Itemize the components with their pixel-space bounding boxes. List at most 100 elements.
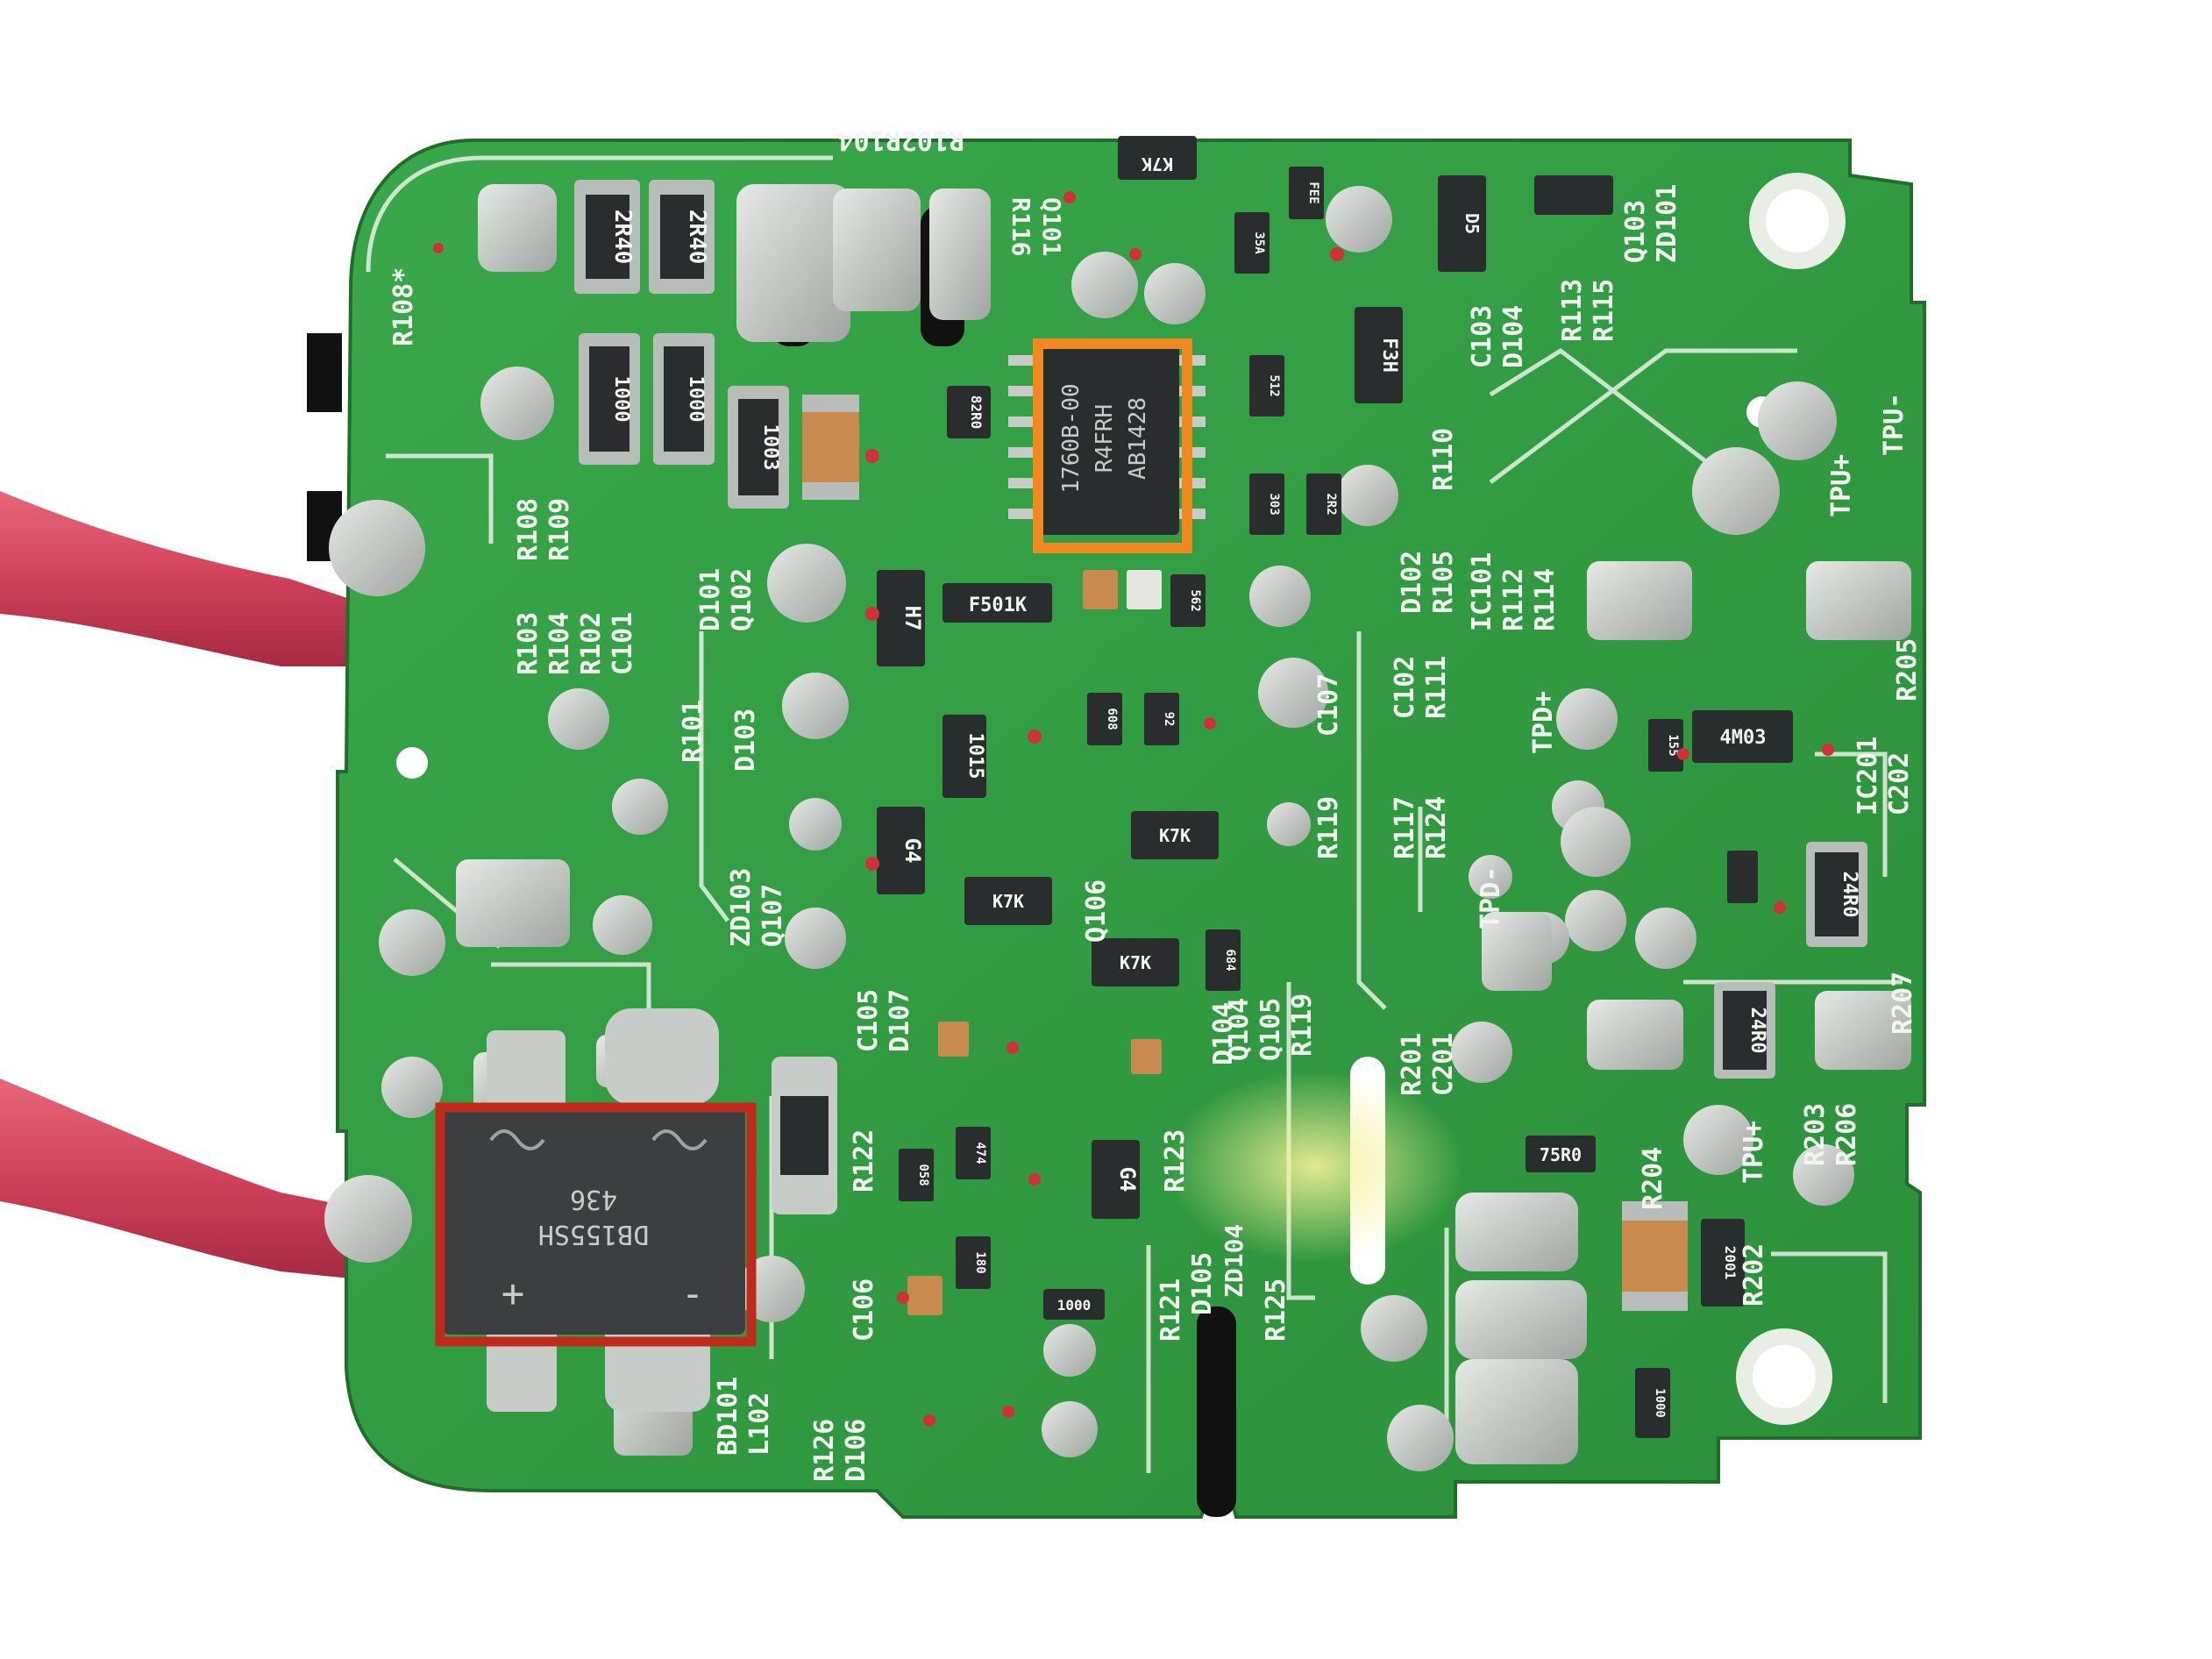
silk-r105: R105 bbox=[1428, 551, 1459, 614]
silk-r112: R112 bbox=[1498, 568, 1529, 631]
res-1000-d: 1000 bbox=[1653, 1388, 1667, 1418]
ic101-line3: AB1428 bbox=[1125, 397, 1151, 480]
res-1003: 1003 bbox=[759, 424, 781, 471]
tiny-512: 512 bbox=[1267, 374, 1281, 396]
silk-r126: R126 bbox=[809, 1419, 840, 1482]
ic-4m03: 4M03 bbox=[1720, 727, 1767, 749]
glue-dots bbox=[433, 191, 1834, 1427]
bd101-line1: DB155SH bbox=[538, 1219, 649, 1250]
small-hole-left bbox=[396, 747, 428, 779]
mounting-hole-top-right bbox=[1749, 173, 1846, 269]
silk-r125: R125 bbox=[1261, 1278, 1291, 1342]
mounting-hole-bottom-right bbox=[1736, 1328, 1832, 1425]
bridge-rectifier-highlight bbox=[435, 1102, 757, 1347]
res-24r0-b: 24R0 bbox=[1746, 1008, 1768, 1054]
silk-c103: C103 bbox=[1467, 305, 1497, 368]
res-2r40-a: 2R40 bbox=[609, 210, 636, 265]
silk-c101: C101 bbox=[608, 612, 638, 675]
silk-r110: R110 bbox=[1428, 428, 1459, 491]
wire-bottom bbox=[0, 1079, 368, 1280]
res-1000-c: 1000 bbox=[1057, 1297, 1092, 1314]
silk-zd103: ZD103 bbox=[726, 868, 757, 947]
silk-r202: R202 bbox=[1739, 1243, 1769, 1307]
silk-r119-a: R119 bbox=[1313, 796, 1344, 859]
diode-1015: 1015 bbox=[964, 733, 986, 780]
tr-k7k-c: K7K bbox=[1159, 825, 1191, 846]
res-2001: 2001 bbox=[1722, 1246, 1739, 1280]
silk-c102: C102 bbox=[1390, 656, 1420, 719]
tr-k7k-b: K7K bbox=[992, 891, 1024, 912]
tiny-684: 684 bbox=[1223, 949, 1237, 971]
silk-c202: C202 bbox=[1884, 752, 1915, 815]
tiny-180: 180 bbox=[973, 1251, 987, 1273]
tiny-components: 35A FEE 512 303 2R2 562 608 92 155 474 0… bbox=[899, 167, 1758, 1315]
res-2r40-b: 2R40 bbox=[684, 210, 710, 265]
silk-r101: R101 bbox=[678, 700, 708, 763]
smd-diodes-transistors: D5 F3H H7 G4 G4 1015 K7K K7K K7K K7K 4M0… bbox=[877, 136, 1793, 1219]
silk-r203: R203 bbox=[1800, 1103, 1831, 1166]
silk-l102: L102 bbox=[744, 1392, 775, 1456]
silk-q102: Q102 bbox=[727, 568, 757, 631]
diode-d5: D5 bbox=[1462, 213, 1483, 234]
res-1000-a: 1000 bbox=[610, 376, 632, 423]
smd-resistors: 2R40 2R40 1000 1000 1003 82R0 F501K 24R0… bbox=[574, 180, 1867, 1438]
ic101-line1: 1760B-00 bbox=[1058, 383, 1085, 493]
silkscreen-labels: R108* R108 R109 R103 R104 R102 C101 R101… bbox=[388, 125, 1923, 1482]
light-reflection bbox=[1166, 1070, 1464, 1263]
ic101-line2: R4FRH bbox=[1092, 404, 1118, 473]
res-24r0-a: 24R0 bbox=[1839, 872, 1860, 918]
silk-r207: R207 bbox=[1888, 972, 1918, 1035]
silk-r113: R113 bbox=[1557, 279, 1588, 342]
res-1000-b: 1000 bbox=[685, 376, 707, 423]
tiny-562: 562 bbox=[1188, 589, 1202, 611]
tiny-474: 474 bbox=[973, 1142, 987, 1164]
bd101-line2: 436 bbox=[570, 1184, 617, 1214]
silk-q103: Q103 bbox=[1620, 200, 1651, 263]
tiny-92: 92 bbox=[1162, 712, 1176, 727]
res-f501k: F501K bbox=[969, 595, 1028, 616]
silk-r121: R121 bbox=[1156, 1278, 1186, 1342]
silkscreen-outlines bbox=[366, 155, 1903, 1473]
tiny-058: 058 bbox=[916, 1164, 930, 1186]
silk-d101: D101 bbox=[695, 568, 726, 631]
tiny-608: 608 bbox=[1105, 708, 1119, 730]
silk-r102: R102 bbox=[576, 612, 607, 675]
silk-q107: Q107 bbox=[757, 884, 788, 947]
silk-r102r104: R102R104 bbox=[838, 125, 965, 155]
diode-f3h: F3H bbox=[1378, 338, 1400, 373]
tr-k7k-d: K7K bbox=[1120, 952, 1151, 973]
silk-d107: D107 bbox=[885, 989, 915, 1052]
silk-r108-star: R108* bbox=[388, 267, 419, 346]
silk-q101: Q101 bbox=[1037, 197, 1066, 256]
silk-r117: R117 bbox=[1390, 796, 1420, 859]
tiny-2r2: 2R2 bbox=[1324, 493, 1338, 515]
tiny-35a: 35A bbox=[1252, 231, 1266, 254]
diode-h7: H7 bbox=[900, 606, 925, 631]
wire-top bbox=[0, 491, 377, 666]
silk-r114: R114 bbox=[1530, 568, 1561, 631]
silk-c106: C106 bbox=[849, 1278, 879, 1342]
tiny-155: 155 bbox=[1666, 734, 1680, 756]
silk-r109: R109 bbox=[544, 498, 575, 561]
silk-r205: R205 bbox=[1892, 638, 1923, 701]
silk-r103: R103 bbox=[513, 612, 544, 675]
silk-tpu-plus-bottom: TPU+ bbox=[1739, 1121, 1769, 1184]
silk-ic101: IC101 bbox=[1467, 552, 1497, 631]
silk-r111: R111 bbox=[1421, 656, 1452, 719]
silk-d102: D102 bbox=[1397, 551, 1427, 614]
silk-d104-mid: D104 bbox=[1208, 1002, 1239, 1065]
silk-tpu-minus: TPU- bbox=[1879, 393, 1910, 456]
silk-ic201: IC201 bbox=[1853, 737, 1883, 815]
bd101-plus: + bbox=[501, 1271, 525, 1316]
tiny-303: 303 bbox=[1267, 493, 1281, 515]
isolation-slot-lower bbox=[1197, 1307, 1236, 1517]
tr-k7k-a: K7K bbox=[1142, 153, 1173, 174]
res-75r0: 75R0 bbox=[1540, 1144, 1582, 1165]
silk-c107: C107 bbox=[1313, 673, 1344, 737]
silk-d104: D104 bbox=[1498, 305, 1529, 368]
res-82r0: 82R0 bbox=[968, 395, 985, 430]
silk-tpd-plus: TPD+ bbox=[1528, 691, 1559, 754]
silk-r104: R104 bbox=[544, 612, 575, 675]
